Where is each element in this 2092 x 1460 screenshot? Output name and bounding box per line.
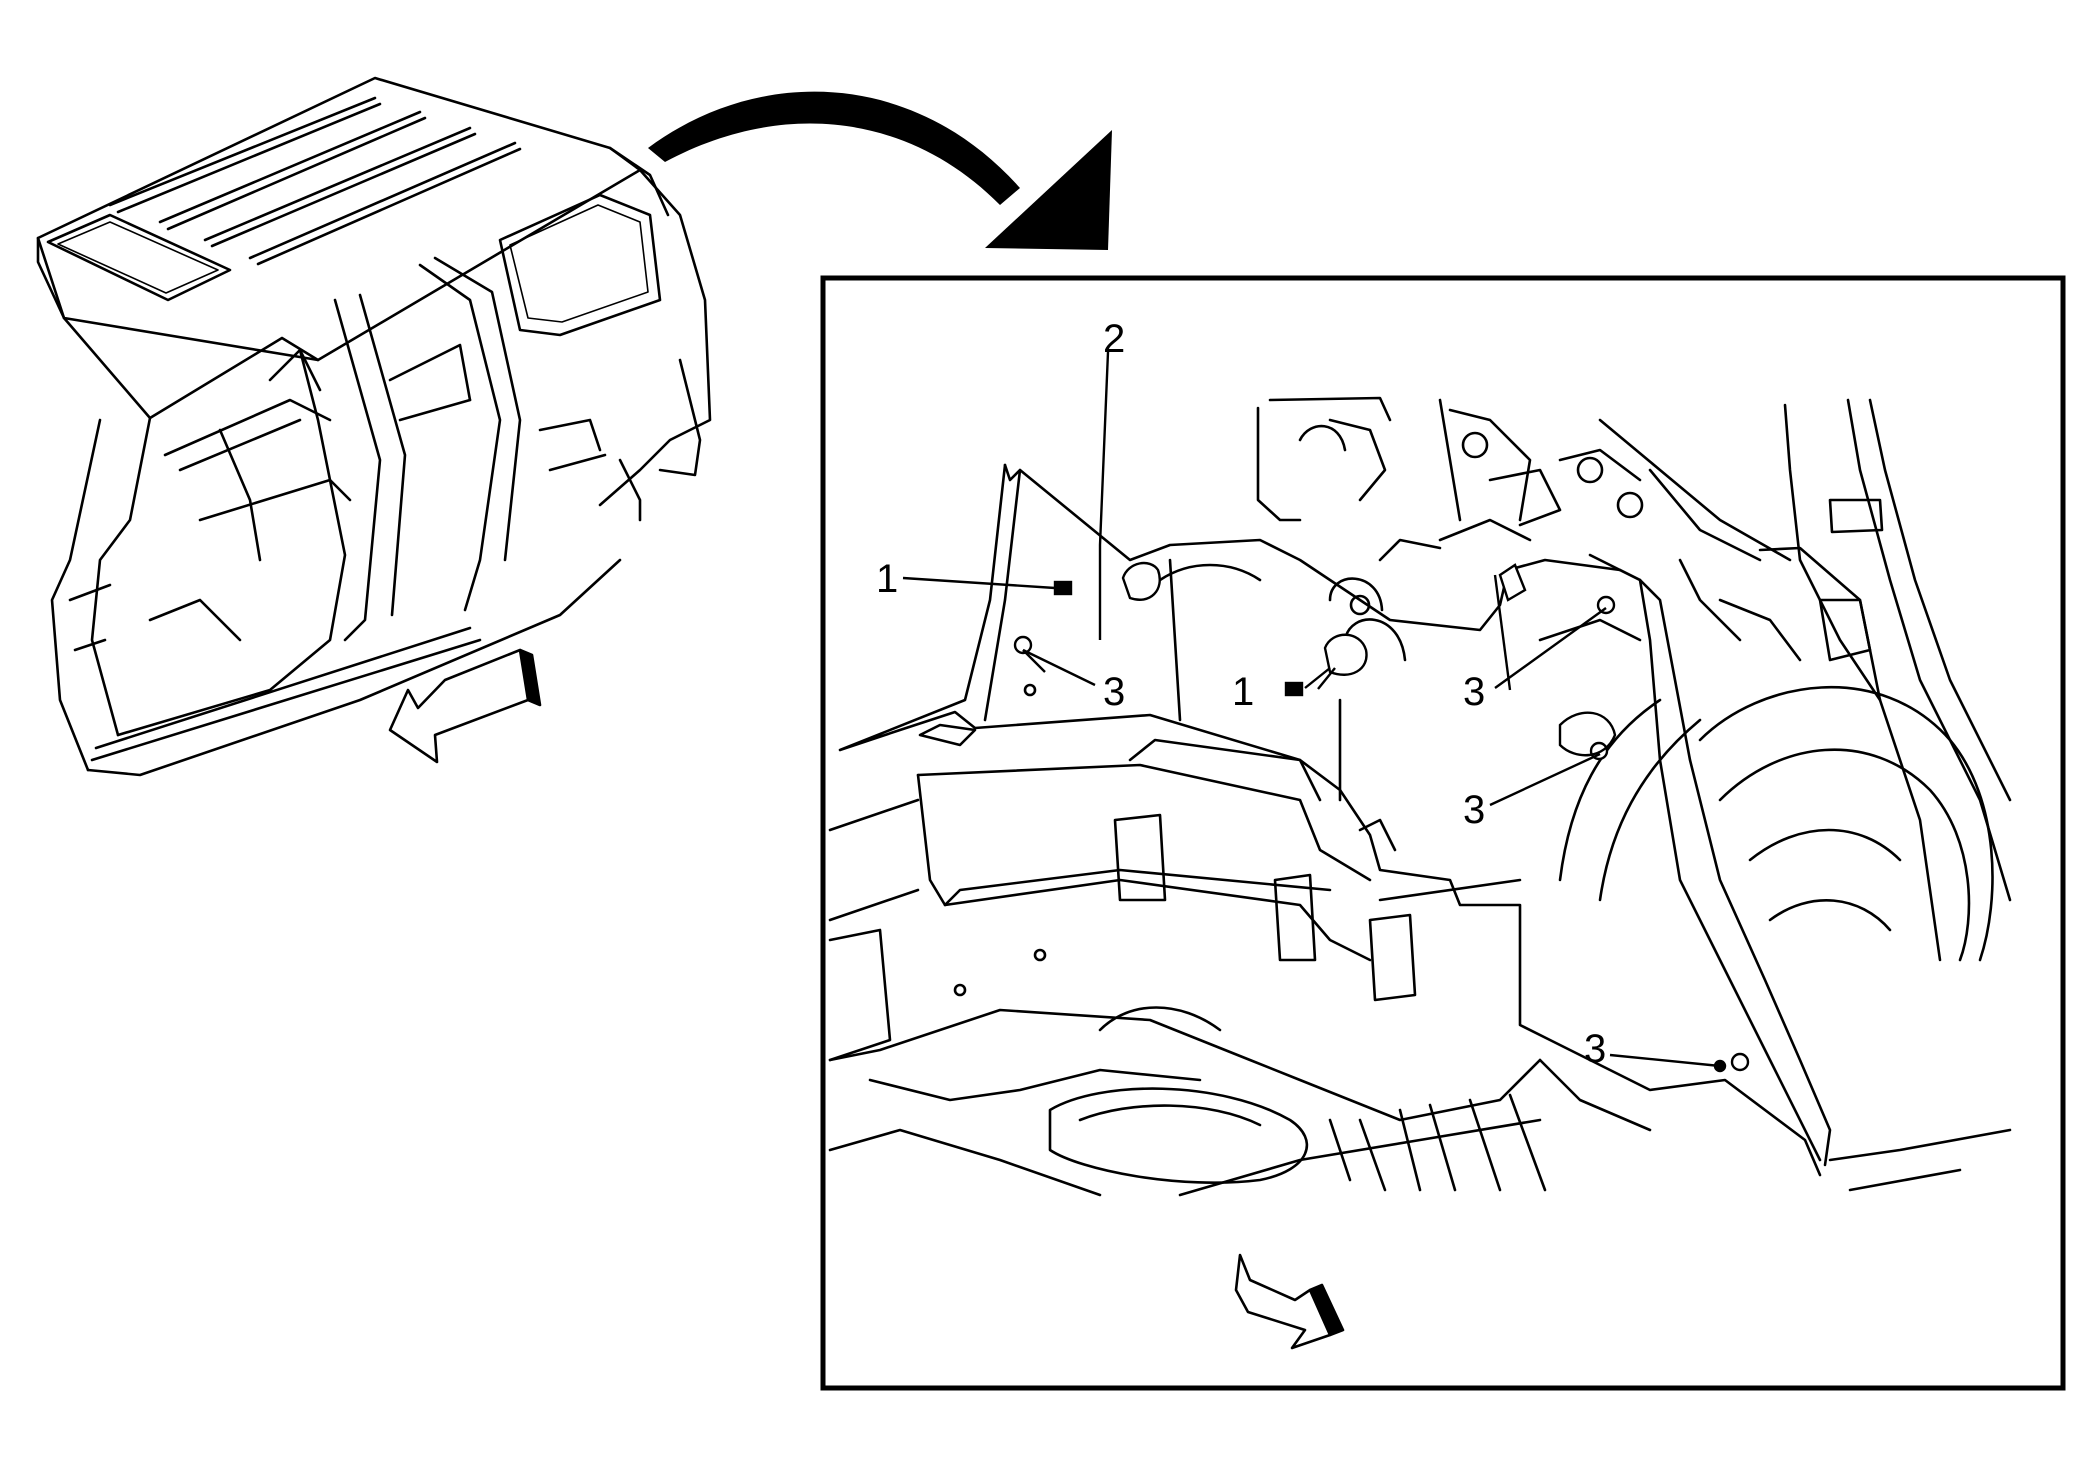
callout-labels: 1 2 3 1 3 3 3	[876, 317, 1606, 1071]
callout-2-trim-panel: 2	[1103, 317, 1125, 361]
callout-leader-lines	[902, 351, 1721, 1068]
forward-direction-arrow-icon	[388, 648, 542, 764]
forward-direction-arrow-icon	[1234, 1253, 1345, 1350]
quarter-trim-panel-detail	[828, 396, 2012, 1197]
callout-1-clip-center: 1	[1232, 670, 1254, 714]
detail-pointer-arrow-icon	[648, 91, 1112, 250]
callout-3-bolt-upper-right: 3	[1463, 670, 1485, 714]
detail-view-frame	[820, 275, 2066, 1391]
clip-icon	[1284, 633, 1368, 697]
retainer-icon	[1498, 563, 1617, 757]
callout-3-bolt-lower-right: 3	[1584, 1027, 1606, 1071]
callout-1-clip-upper: 1	[876, 557, 898, 601]
clip-icon	[1053, 561, 1161, 601]
vehicle-body-overview	[36, 76, 712, 777]
callout-3-bolt-middle-right: 3	[1463, 788, 1485, 832]
callout-3-bolt-upper-left: 3	[1103, 670, 1125, 714]
